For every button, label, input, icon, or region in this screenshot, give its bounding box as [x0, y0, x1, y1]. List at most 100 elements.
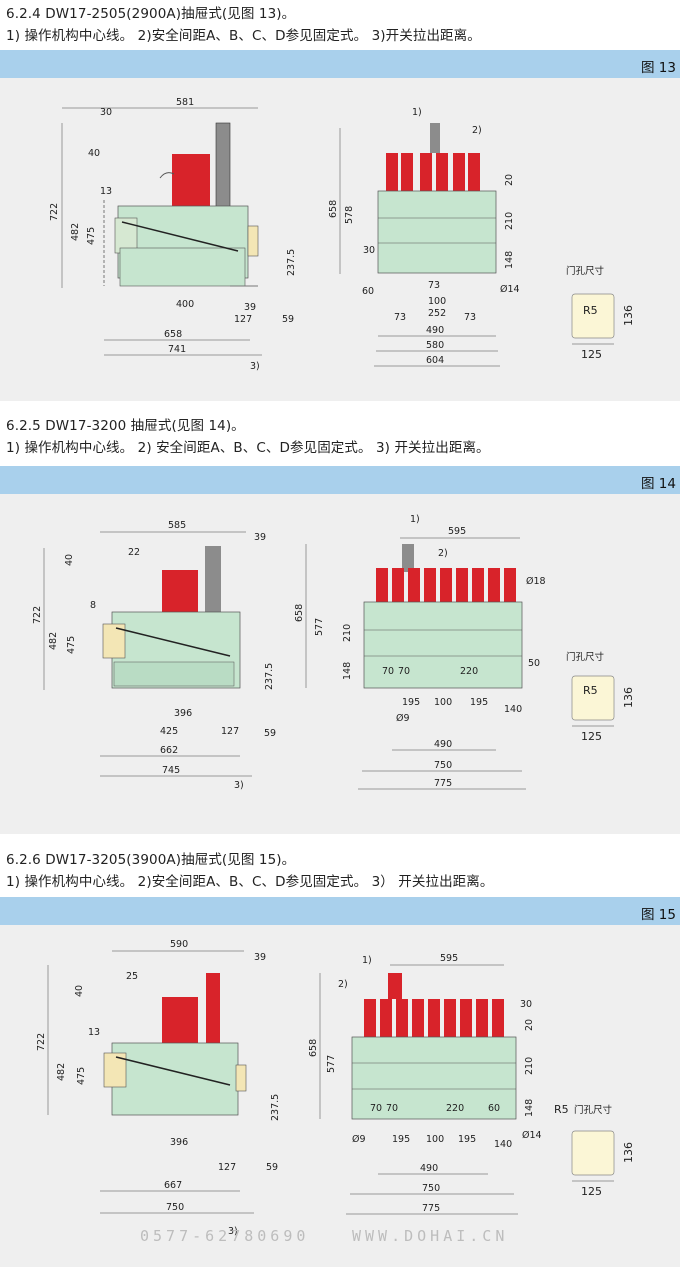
- dim-label: 40: [88, 148, 100, 159]
- side-dims: 581 30 40 13 722 482 475 237.5 400 39 12…: [49, 97, 297, 372]
- dim-label: 667: [164, 1180, 182, 1191]
- front-dims: 1) 2) 658 578 20 210 30 148 60 73 100 Ø1…: [328, 107, 520, 367]
- door-cutout: 门孔尺寸 R5 136 125: [566, 265, 635, 361]
- side-view: [102, 546, 241, 689]
- dim-label: Ø18: [526, 576, 546, 587]
- dim-label: 722: [36, 1033, 47, 1051]
- section-heading: 6.2.6 DW17-3205(3900A)抽屉式(见图 15)。: [6, 852, 296, 868]
- dim-label: 20: [504, 174, 515, 186]
- dim-label: 604: [426, 355, 444, 366]
- dim-label: 750: [166, 1202, 184, 1213]
- footer-phone-watermark: 0577-62780690: [140, 1227, 310, 1245]
- dim-label: 482: [56, 1063, 67, 1081]
- dim-label: 20: [524, 1019, 535, 1031]
- dim-label: 490: [420, 1163, 438, 1174]
- dim-label: 658: [308, 1039, 319, 1057]
- dim-label: 148: [524, 1099, 535, 1117]
- dim-label: 1): [362, 955, 372, 966]
- dim-label: 237.5: [270, 1094, 281, 1121]
- side-dims: 590 39 25 40 13 722 482 475 237.5 396 12…: [36, 939, 281, 1237]
- dim-label: 475: [86, 227, 97, 245]
- figure-label: 图 15: [641, 907, 676, 923]
- dim-label: 658: [164, 329, 182, 340]
- dim-label: 25: [126, 971, 138, 982]
- dim-label: 59: [282, 314, 294, 325]
- dim-label: 3): [228, 1226, 238, 1237]
- dim-label: 775: [434, 778, 452, 789]
- figure-label: 图 14: [641, 476, 676, 492]
- dim-label: 220: [460, 666, 478, 677]
- dim-label: 475: [76, 1067, 87, 1085]
- door-radius: R5: [583, 684, 598, 697]
- door-cutout-title: 门孔尺寸: [566, 651, 605, 663]
- dim-label: 237.5: [264, 663, 275, 690]
- dim-label: Ø9: [396, 713, 410, 724]
- section-heading: 6.2.5 DW17-3200 抽屉式(见图 14)。: [6, 418, 245, 434]
- section-notes: 1) 操作机构中心线。 2)安全间距A、B、C、D参见固定式。 3） 开关拉出距…: [6, 874, 494, 890]
- dim-label: 50: [528, 658, 540, 669]
- figure-label: 图 13: [641, 60, 676, 76]
- dim-label: 658: [328, 200, 339, 218]
- dim-label: 8: [90, 600, 96, 611]
- dim-label: 73: [394, 312, 406, 323]
- dim-label: 127: [221, 726, 239, 737]
- dim-label: 490: [426, 325, 444, 336]
- section-notes: 1) 操作机构中心线。 2) 安全间距A、B、C、D参见固定式。 3) 开关拉出…: [6, 440, 490, 456]
- figure-header-band: 图 15: [0, 897, 680, 925]
- footer-website-watermark: WWW.DOHAI.CN: [352, 1227, 509, 1245]
- dim-label: 577: [314, 618, 325, 636]
- dim-label: 578: [344, 206, 355, 224]
- dim-label: 100: [434, 697, 452, 708]
- dim-label: 750: [434, 760, 452, 771]
- door-width: 125: [581, 348, 602, 361]
- door-width: 125: [581, 730, 602, 743]
- section-heading: 6.2.4 DW17-2505(2900A)抽屉式(见图 13)。: [6, 6, 296, 22]
- dim-label: 2): [338, 979, 348, 990]
- dim-label: 30: [363, 245, 375, 256]
- dim-label: 595: [448, 526, 466, 537]
- dim-label: 70: [370, 1103, 382, 1114]
- dim-label: 662: [160, 745, 178, 756]
- dim-label: 2): [472, 125, 482, 136]
- dim-label: 30: [520, 999, 532, 1010]
- figure-header-band: 图 13: [0, 50, 680, 78]
- door-cutout-title: 门孔尺寸: [574, 1104, 613, 1116]
- dim-label: 722: [32, 606, 43, 624]
- dim-label: 127: [234, 314, 252, 325]
- dim-label: 100: [428, 296, 446, 307]
- dim-label: 210: [504, 212, 515, 230]
- door-radius: R5: [554, 1103, 569, 1116]
- dim-label: 210: [524, 1057, 535, 1075]
- dim-label: 396: [170, 1137, 188, 1148]
- dim-label: 70: [398, 666, 410, 677]
- dim-label: 40: [74, 985, 85, 997]
- dim-label: 396: [174, 708, 192, 719]
- front-view: [351, 973, 517, 1120]
- dim-label: 577: [326, 1055, 337, 1073]
- dim-label: 22: [128, 547, 140, 558]
- dim-label: 195: [392, 1134, 410, 1145]
- dim-label: Ø14: [522, 1130, 542, 1141]
- dim-label: Ø14: [500, 284, 520, 295]
- dim-label: 581: [176, 97, 194, 108]
- door-cutout: R5 门孔尺寸 136 125: [554, 1103, 635, 1198]
- dim-label: 2): [438, 548, 448, 559]
- front-view: [363, 544, 523, 689]
- door-cutout-title: 门孔尺寸: [566, 265, 605, 277]
- dim-label: 100: [426, 1134, 444, 1145]
- side-view: [103, 122, 259, 287]
- dim-label: 195: [458, 1134, 476, 1145]
- dim-label: 741: [168, 344, 186, 355]
- dim-label: 59: [266, 1162, 278, 1173]
- dim-label: 722: [49, 203, 60, 221]
- dim-label: 127: [218, 1162, 236, 1173]
- dim-label: 658: [294, 604, 305, 622]
- dim-label: 595: [440, 953, 458, 964]
- dim-label: 425: [160, 726, 178, 737]
- dim-label: 60: [362, 286, 374, 297]
- dim-label: 482: [70, 223, 81, 241]
- dim-label: 40: [64, 554, 75, 566]
- door-width: 125: [581, 1185, 602, 1198]
- door-height: 136: [622, 687, 635, 708]
- dim-label: 148: [342, 662, 353, 680]
